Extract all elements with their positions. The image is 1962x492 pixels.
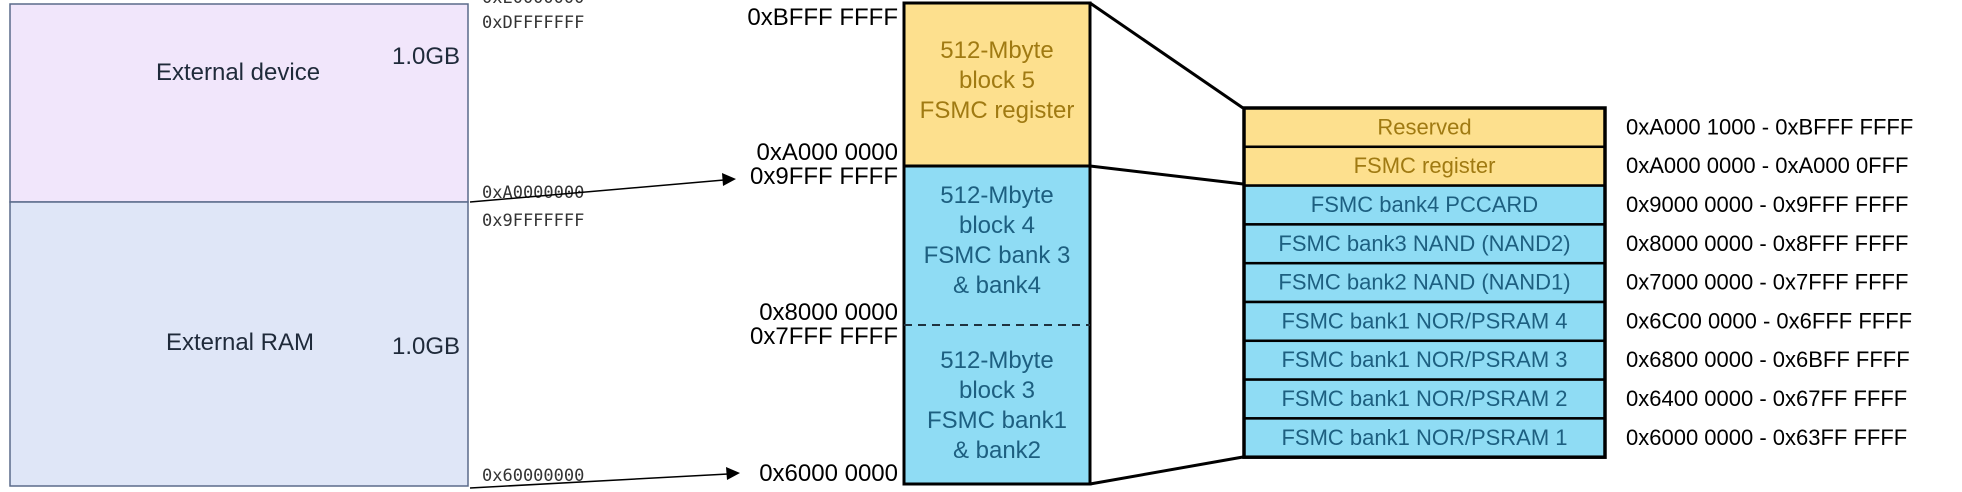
detail-row-address-range: 0x9000 0000 - 0x9FFF FFFF — [1626, 192, 1908, 217]
arrow-head-60000000 — [726, 467, 740, 480]
external-device-size: 1.0GB — [392, 43, 460, 70]
detail-row-label: FSMC bank1 NOR/PSRAM 3 — [1281, 347, 1567, 372]
arrow-to-9fffffff — [469, 179, 725, 203]
detail-row-address-range: 0x6800 0000 - 0x6BFF FFFF — [1626, 347, 1910, 372]
external-device-label: External device — [156, 59, 320, 86]
detail-row-address-range: 0x8000 0000 - 0x8FFF FFFF — [1626, 231, 1908, 256]
connector-bottom — [1089, 455, 1244, 486]
block5-line-1: 512-Mbyte — [940, 37, 1053, 64]
detail-row-label: FSMC bank1 NOR/PSRAM 4 — [1281, 308, 1567, 333]
addr-80000000: 0x8000 0000 — [759, 299, 898, 326]
detail-row-label: FSMC register — [1354, 153, 1496, 178]
external-ram-bottom-address: 0x60000000 — [482, 466, 584, 486]
detail-row-label: FSMC bank1 NOR/PSRAM 2 — [1281, 386, 1567, 411]
block3-line-2: block 3 — [959, 377, 1035, 404]
cut-top-address: 0xE0000000 — [482, 0, 584, 8]
detail-row-address-range: 0x6400 0000 - 0x67FF FFFF — [1626, 386, 1907, 411]
middle-block-column: 0xBFFF FFFF 0xA000 0000 0x9FFF FFFF 0x80… — [747, 1, 1092, 487]
block4-line-4: & bank4 — [953, 272, 1041, 299]
addr-bfffffff: 0xBFFF FFFF — [747, 4, 898, 31]
block5-text: 512-Mbyte block 5 FSMC register — [920, 37, 1075, 124]
block4-text: 512-Mbyte block 4 FSMC bank 3 & bank4 — [924, 182, 1071, 299]
detail-row-label: FSMC bank2 NAND (NAND1) — [1278, 270, 1570, 295]
detail-row-label: FSMC bank3 NAND (NAND2) — [1278, 231, 1570, 256]
external-ram-label: External RAM — [166, 329, 314, 356]
external-ram-top-address: 0x9FFFFFFF — [482, 211, 584, 231]
arrow-to-60000000 — [469, 473, 729, 489]
detail-row-box — [1242, 145, 1607, 187]
detail-row-box — [1242, 378, 1607, 420]
detail-table-frame — [1242, 106, 1607, 459]
external-device-top-address: 0xDFFFFFFF — [482, 13, 584, 33]
block3-line-1: 512-Mbyte — [940, 347, 1053, 374]
addr-a0000000: 0xA000 0000 — [757, 139, 898, 166]
detail-row-box — [1242, 339, 1607, 381]
block5-line-3: FSMC register — [920, 97, 1075, 124]
detail-row-label: FSMC bank1 NOR/PSRAM 1 — [1281, 425, 1567, 450]
block4-line-1: 512-Mbyte — [940, 182, 1053, 209]
block4-line-2: block 4 — [959, 212, 1035, 239]
block4-line-3: FSMC bank 3 — [924, 242, 1071, 269]
detail-row-address-range: 0x7000 0000 - 0x7FFF FFFF — [1626, 270, 1908, 295]
connector-top — [1089, 1, 1244, 110]
addr-7fffffff: 0x7FFF FFFF — [750, 323, 898, 350]
external-ram-region — [9, 201, 469, 487]
connector-middle — [1089, 164, 1244, 186]
zoom-connectors — [1089, 1, 1244, 486]
block5-line-2: block 5 — [959, 67, 1035, 94]
detail-row-address-range: 0xA000 0000 - 0xA000 0FFF — [1626, 153, 1909, 178]
detail-row-address-range: 0x6000 0000 - 0x63FF FFFF — [1626, 425, 1907, 450]
detail-row-address-range: 0xA000 1000 - 0xBFFF FFFF — [1626, 114, 1913, 139]
detail-row-label: FSMC bank4 PCCARD — [1311, 192, 1538, 217]
detail-bank-table: Reserved 0xA000 1000 - 0xBFFF FFFF FSMC re… — [1242, 106, 1913, 459]
addr-9fffffff: 0x9FFF FFFF — [750, 163, 898, 190]
block3-line-3: FSMC bank1 — [927, 407, 1067, 434]
external-ram-size: 1.0GB — [392, 333, 460, 360]
left-memory-map: 0xE0000000 External device 1.0GB 0xDFFFF… — [9, 0, 740, 489]
external-device-region — [9, 3, 469, 203]
arrow-head-9fffffff — [722, 173, 736, 186]
detail-row-address-range: 0x6C00 0000 - 0x6FFF FFFF — [1626, 308, 1912, 333]
detail-row-label: Reserved — [1377, 114, 1471, 139]
block3-line-4: & bank2 — [953, 437, 1041, 464]
addr-60000000: 0x6000 0000 — [759, 460, 898, 487]
block3-text: 512-Mbyte block 3 FSMC bank1 & bank2 — [927, 347, 1067, 464]
